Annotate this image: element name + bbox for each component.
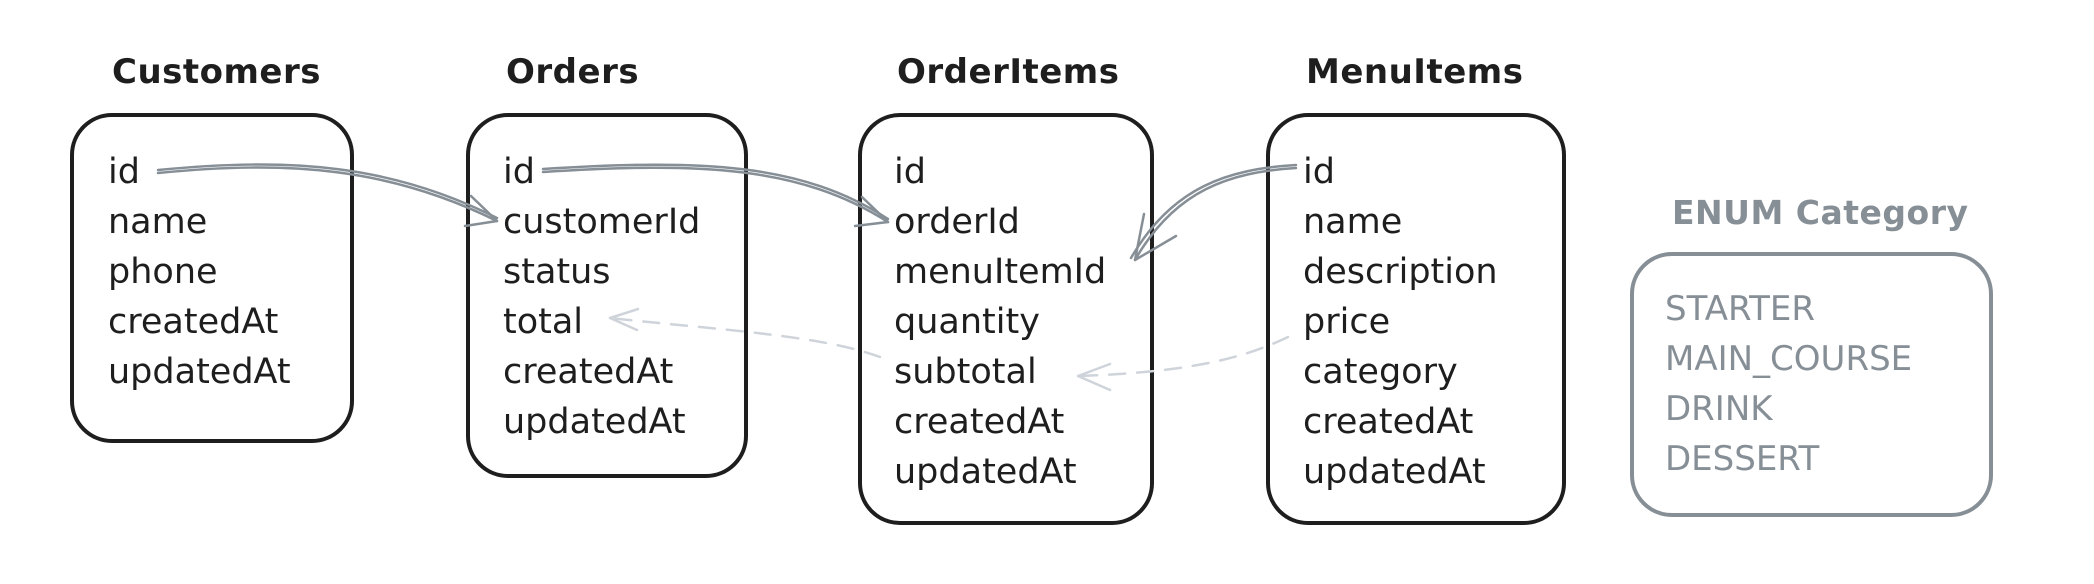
field-orders-createdat: createdAt xyxy=(503,352,674,392)
field-menuitems-description: description xyxy=(1303,252,1498,292)
field-menuitems-name: name xyxy=(1303,202,1403,242)
field-orders-status: status xyxy=(503,252,611,292)
field-customers-phone: phone xyxy=(108,252,218,292)
enum-value-list: STARTER MAIN_COURSE DRINK DESSERT xyxy=(1665,284,1912,484)
table-title-customers: Customers xyxy=(112,52,321,92)
table-box-customers[interactable] xyxy=(70,113,354,443)
enum-value-main-course: MAIN_COURSE xyxy=(1665,339,1913,379)
enum-value-dessert: DESSERT xyxy=(1665,439,1820,479)
field-orders-total: total xyxy=(503,302,584,342)
field-orders-updatedat: updatedAt xyxy=(503,402,686,442)
field-orderitems-updatedat: updatedAt xyxy=(894,452,1077,492)
table-title-menuitems: MenuItems xyxy=(1306,52,1524,92)
field-list-menuitems: id name description price category creat… xyxy=(1303,147,1498,497)
field-menuitems-price: price xyxy=(1303,302,1391,342)
field-customers-createdat: createdAt xyxy=(108,302,279,342)
field-customers-updatedat: updatedAt xyxy=(108,352,291,392)
field-orders-customerid: customerId xyxy=(503,202,701,242)
field-list-orderitems: id orderId menuItemId quantity subtotal … xyxy=(894,147,1106,497)
enum-value-starter: STARTER xyxy=(1665,289,1815,329)
field-orderitems-id: id xyxy=(894,152,926,192)
enum-box-category[interactable] xyxy=(1630,252,1993,517)
field-menuitems-id: id xyxy=(1303,152,1335,192)
field-menuitems-createdat: createdAt xyxy=(1303,402,1474,442)
table-title-orders: Orders xyxy=(506,52,640,92)
field-orderitems-orderid: orderId xyxy=(894,202,1020,242)
field-customers-id: id xyxy=(108,152,140,192)
field-orderitems-menuitemid: menuItemId xyxy=(894,252,1107,292)
field-customers-name: name xyxy=(108,202,208,242)
field-list-orders: id customerId status total createdAt upd… xyxy=(503,147,700,447)
field-orderitems-quantity: quantity xyxy=(894,302,1040,342)
enum-title-category: ENUM Category xyxy=(1672,193,1969,232)
field-menuitems-category: category xyxy=(1303,352,1458,392)
enum-value-drink: DRINK xyxy=(1665,389,1773,429)
field-orderitems-createdat: createdAt xyxy=(894,402,1065,442)
table-box-menuitems[interactable] xyxy=(1266,113,1566,525)
field-menuitems-updatedat: updatedAt xyxy=(1303,452,1486,492)
field-orderitems-subtotal: subtotal xyxy=(894,352,1037,392)
table-box-orders[interactable] xyxy=(466,113,748,478)
field-list-customers: id name phone createdAt updatedAt xyxy=(108,147,291,397)
field-orders-id: id xyxy=(503,152,535,192)
table-title-orderitems: OrderItems xyxy=(897,52,1120,92)
